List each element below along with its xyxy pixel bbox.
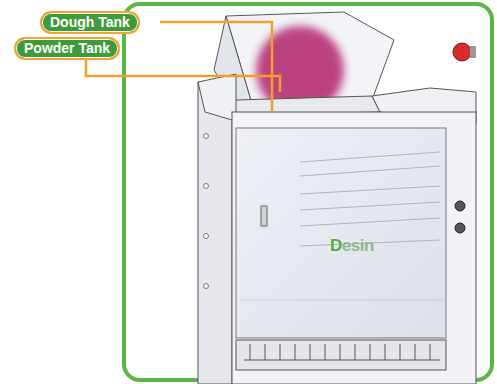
leader-line (160, 22, 272, 112)
brand-logo: Desin (330, 236, 374, 256)
switch (455, 201, 465, 211)
tray-grid (244, 344, 440, 360)
machine-side (198, 80, 232, 384)
frame-border (124, 4, 492, 380)
machine-body (232, 112, 476, 384)
callout-text: Powder Tank (24, 40, 110, 56)
bolts (204, 134, 209, 289)
door-latch (261, 206, 267, 226)
internal-rollers (240, 152, 446, 300)
leader-line (86, 58, 280, 92)
callout-text: Dough Tank (50, 14, 130, 30)
callout-box: Dough Tank (40, 11, 140, 34)
emergency-stop (453, 43, 471, 61)
switch (455, 223, 465, 233)
emergency-stop-base (470, 46, 476, 58)
top-bevel (198, 74, 236, 120)
callout-box: Powder Tank (14, 37, 120, 60)
glass-door (236, 128, 446, 338)
output-tray (236, 340, 446, 370)
